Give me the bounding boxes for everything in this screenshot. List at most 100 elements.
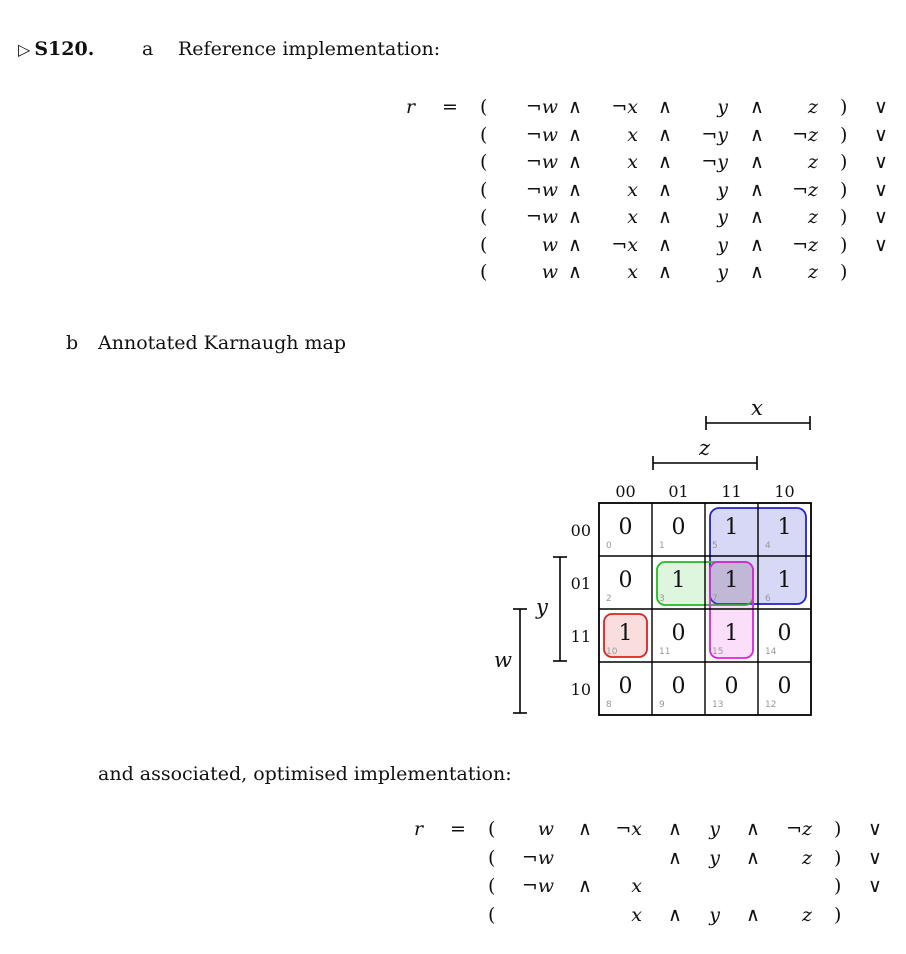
ref-row-close-paren: ) [840,123,848,146]
kmap-row-header: 10 [570,680,591,699]
opt-row-w: ¬w [521,846,554,869]
kmap-cell-value: 1 [777,568,792,593]
ref-row-w: w [541,261,558,283]
ref-equals: = [442,96,458,118]
ref-row-w: ¬w [525,151,558,173]
ref-row-and-1: ∧ [568,151,582,173]
opt-row-or: ∨ [868,875,882,897]
kmap-cell-value: 1 [724,621,739,646]
kmap-cell-index: 7 [712,594,718,604]
kmap-col-header: 01 [668,482,689,501]
kmap-cell-value: 1 [671,568,686,593]
ref-row-close-paren: ) [840,233,848,256]
ref-row-and-1: ∧ [568,96,582,118]
opt-row-open-paren: ( [488,846,496,869]
ref-row-open-paren: ( [480,96,488,118]
ref-row-open-paren: ( [480,123,488,146]
opt-row-and-2: ∧ [668,818,682,840]
kmap-row-header: 01 [570,574,591,593]
kmap-cell-value: 0 [777,621,792,646]
opt-row-x: x [631,875,642,897]
kmap-cell-value: 1 [724,568,739,593]
opt-equals: = [450,818,466,840]
kmap-col-header: 10 [774,482,795,501]
axis-y-label: y [536,595,548,619]
ref-row-and-1: ∧ [568,178,582,201]
part-a-letter: a [142,38,154,60]
ref-row-z: z [807,261,818,283]
opt-row-open-paren: ( [488,903,496,926]
kmap-cell-index: 10 [606,647,618,657]
ref-row-and-1: ∧ [568,206,582,228]
ref-row-or: ∨ [874,233,888,256]
kmap-cell-index: 11 [659,647,671,657]
ref-row-open-paren: ( [480,261,488,283]
kmap-cell-index: 5 [712,541,718,551]
opt-row-and-3: ∧ [746,903,760,926]
ref-row-and-2: ∧ [658,96,672,118]
opt-row-open-paren: ( [488,818,496,840]
ref-row-w: ¬w [525,206,558,228]
ref-row-y: y [717,178,728,201]
opt-row-and-1: ∧ [578,875,592,897]
ref-row-and-3: ∧ [750,178,764,201]
ref-row-close-paren: ) [840,206,848,228]
ref-row-z: z [807,96,818,118]
ref-row-and-2: ∧ [658,233,672,256]
kmap-cell-value: 0 [618,568,633,593]
opt-row-close-paren: ) [834,903,842,926]
ref-row-and-2: ∧ [658,178,672,201]
opt-row-and-3: ∧ [746,846,760,869]
ref-row-close-paren: ) [840,96,848,118]
kmap-cell-value: 1 [777,515,792,540]
opt-row-and-3: ∧ [746,818,760,840]
opt-row-close-paren: ) [834,846,842,869]
group-red-rect [603,613,648,658]
kmap-cell-value: 1 [618,621,633,646]
section-number: S120. [34,38,95,60]
opt-row-and-1: ∧ [578,818,592,840]
ref-row-or: ∨ [874,96,888,118]
ref-row-w: ¬w [525,178,558,201]
kmap-cell-index: 8 [606,700,612,710]
ref-row-close-paren: ) [840,178,848,201]
axis-z-label: z [699,436,711,460]
ref-row-y: ¬y [701,123,728,146]
opt-row-z: z [801,903,812,926]
section-header: ▷S120. [18,38,94,60]
ref-row-and-1: ∧ [568,123,582,146]
opt-row-and-2: ∧ [668,846,682,869]
ref-row-and-1: ∧ [568,261,582,283]
kmap-cell-index: 13 [712,700,724,710]
part-b-title: Annotated Karnaugh map [98,332,347,354]
ref-row-or: ∨ [874,206,888,228]
kmap-cell-value: 0 [618,674,633,699]
ref-row-y: y [717,261,728,283]
kmap-cell-index: 12 [765,700,777,710]
ref-row-y: ¬y [701,151,728,173]
ref-row-and-3: ∧ [750,261,764,283]
ref-row-w: w [541,233,558,256]
ref-row-and-3: ∧ [750,233,764,256]
kmap-row-header: 00 [570,521,591,540]
part-b-letter: b [66,332,79,354]
kmap-cell-index: 0 [606,541,612,551]
ref-row-w: ¬w [525,123,558,146]
kmap-cell-index: 3 [659,594,665,604]
ref-row-open-paren: ( [480,233,488,256]
ref-row-x: ¬x [611,233,638,256]
kmap-cell-index: 14 [765,647,777,657]
opt-row-z: ¬z [786,818,812,840]
kmap-cell-index: 1 [659,541,665,551]
group-magenta-rect [709,561,754,659]
kmap-col-header: 00 [615,482,636,501]
ref-row-z: ¬z [792,123,818,146]
kmap-cell-value: 0 [671,674,686,699]
ref-row-or: ∨ [874,151,888,173]
ref-row-y: y [717,206,728,228]
opt-row-close-paren: ) [834,875,842,897]
opt-row-y: y [709,818,720,840]
ref-row-and-2: ∧ [658,123,672,146]
axis-x-label: x [751,396,763,420]
